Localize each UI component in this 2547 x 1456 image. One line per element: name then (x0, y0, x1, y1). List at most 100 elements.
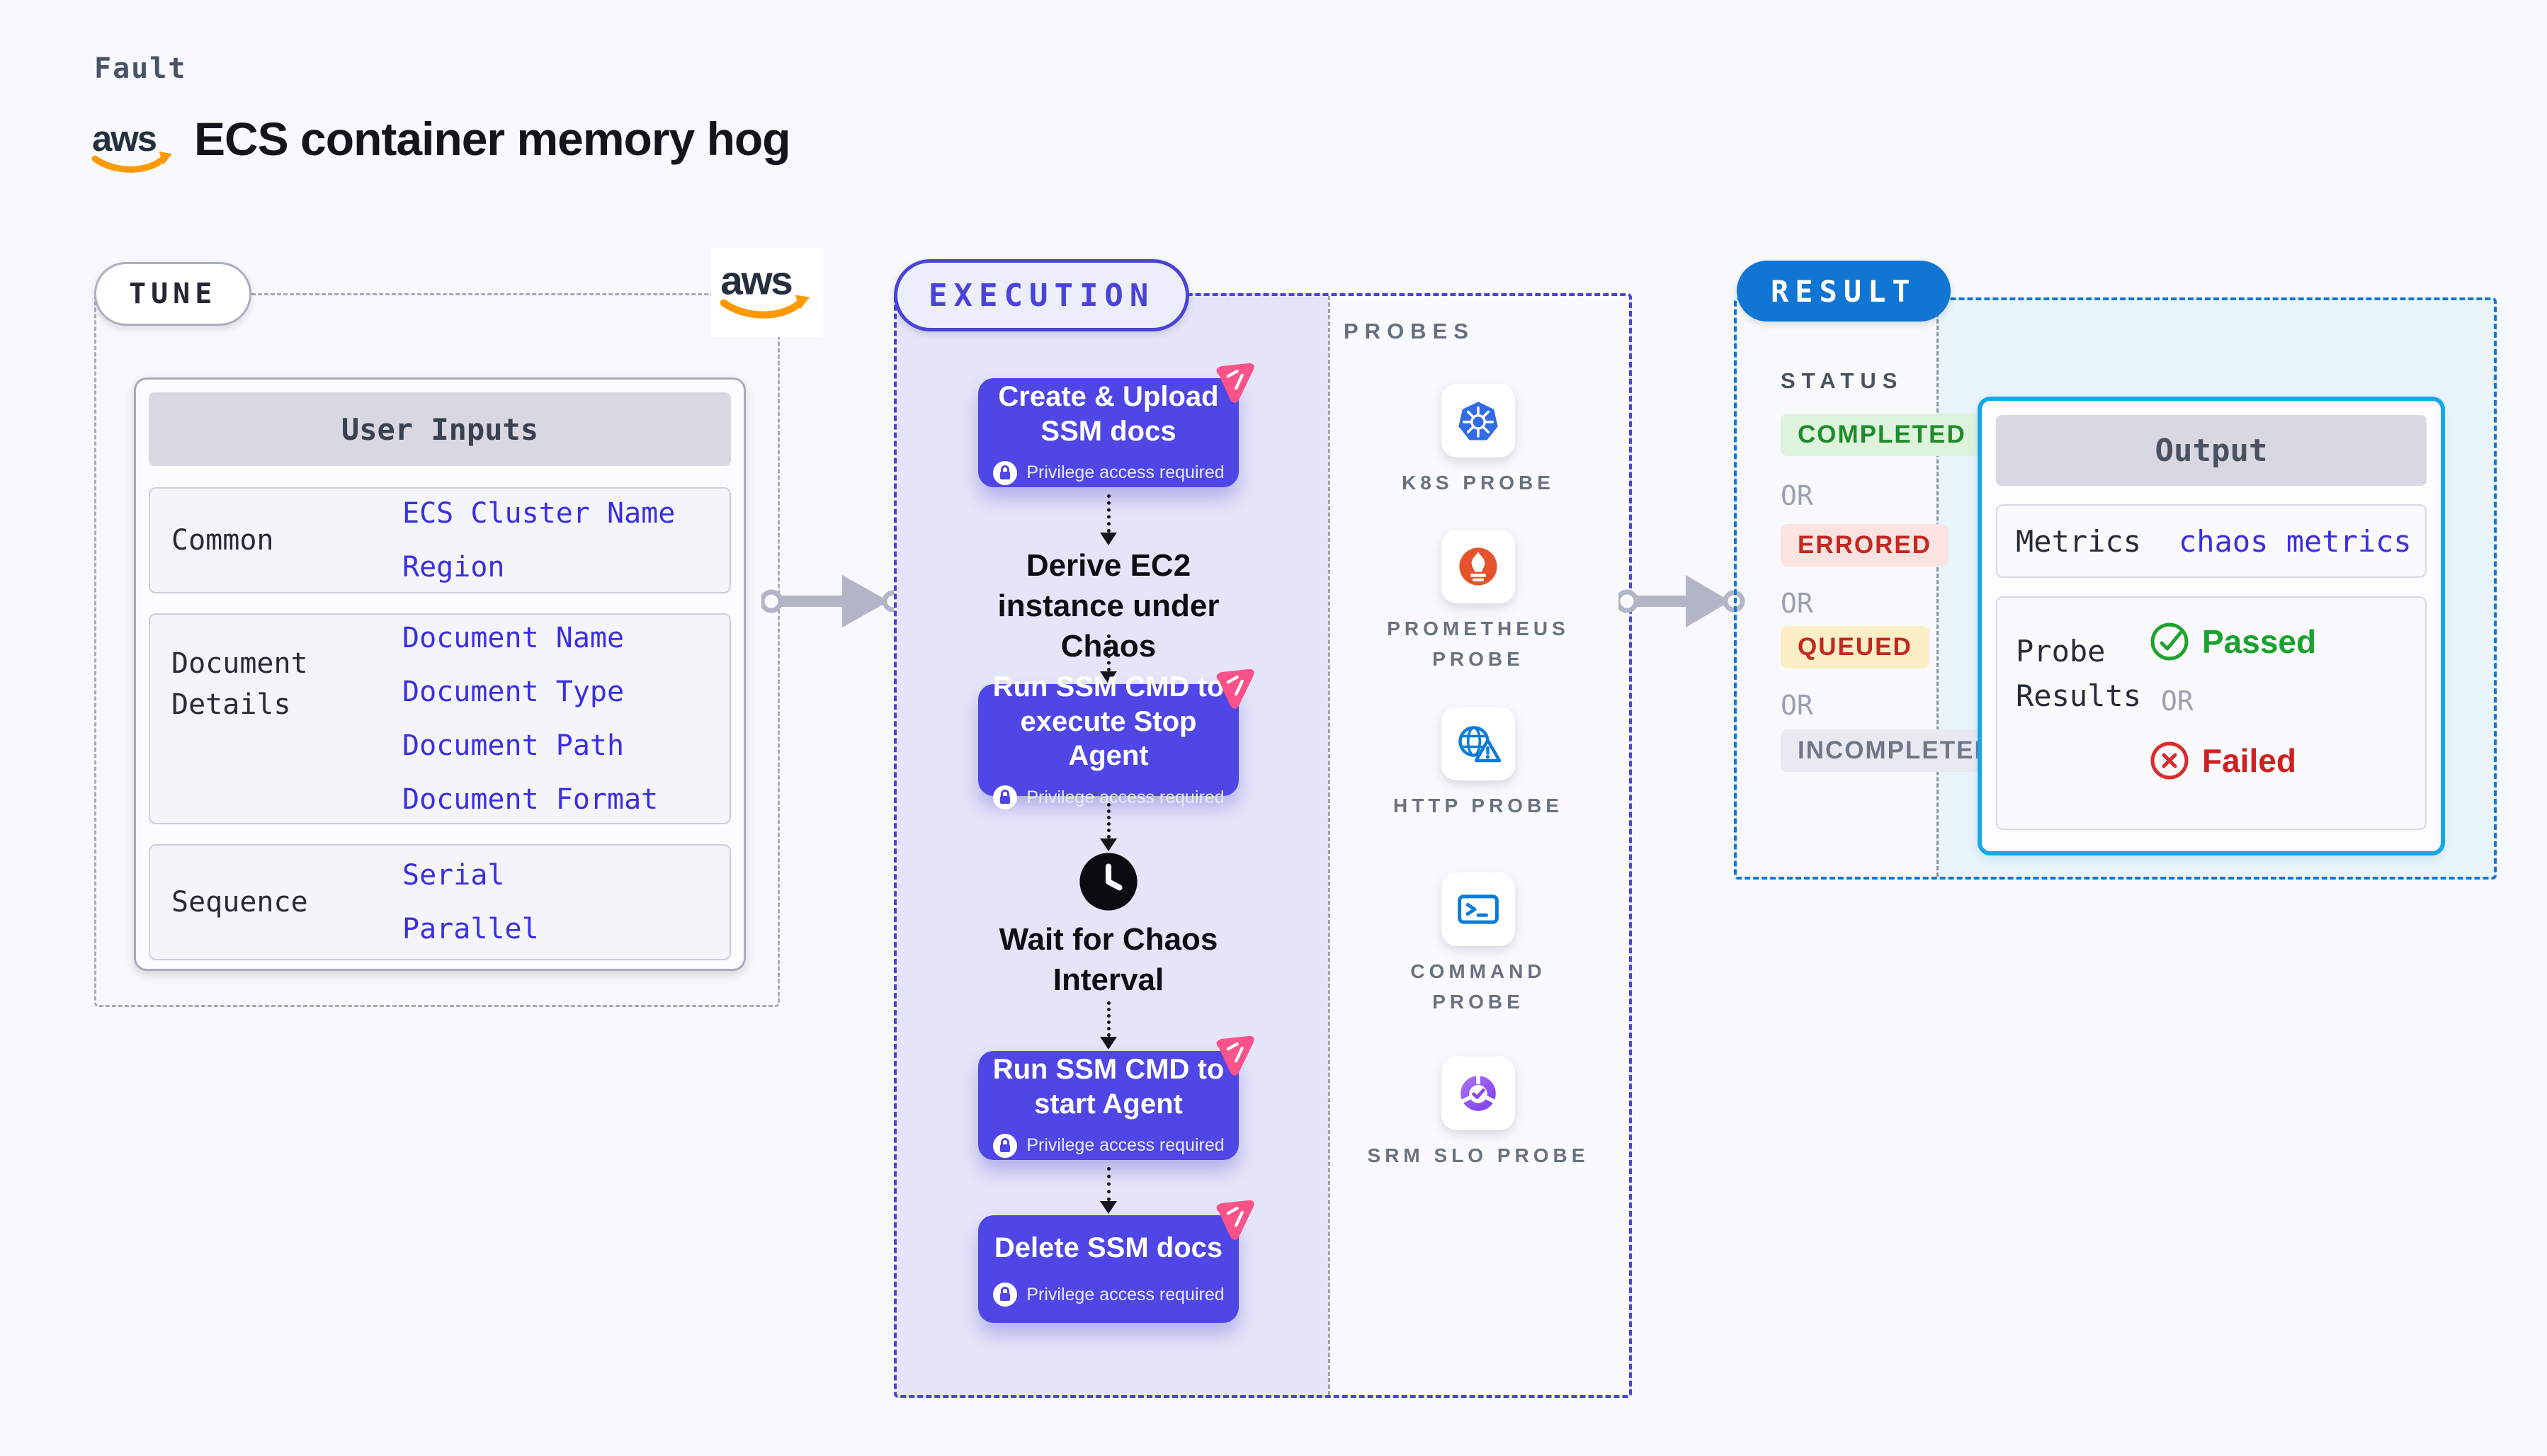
chaos-experiment-badge-icon (1216, 669, 1254, 709)
step-create-upload-ssm-docs: Create & Upload SSM docs Privilege acces… (978, 363, 1254, 487)
row-values: Document Name Document Type Document Pat… (402, 615, 658, 823)
output-card: Output Metrics chaos metrics Probe Resul… (1978, 397, 2445, 855)
step-run-ssm-cmd-stop-agent: Run SSM CMD to execute Stop Agent Privil… (978, 669, 1254, 810)
status-badge-incompleted: INCOMPLETED (1781, 729, 2011, 772)
user-inputs-row-sequence: Sequence Serial Parallel (149, 844, 731, 960)
privilege-note: Privilege access required (992, 1133, 1225, 1159)
or-separator: OR (1781, 480, 1813, 511)
probe-tile-http (1441, 707, 1515, 780)
status-badge-completed: COMPLETED (1781, 414, 1983, 456)
status-badge-errored: ERRORED (1781, 524, 1949, 567)
kubernetes-icon (1458, 402, 1498, 440)
privilege-note: Privilege access required (992, 785, 1225, 810)
status-header: STATUS (1781, 368, 1904, 393)
status-badge-queued: QUEUED (1781, 626, 1929, 669)
or-separator: OR (1781, 588, 1813, 619)
probe-label-k8s: K8S PROBE (1402, 472, 1555, 494)
lock-icon (993, 1133, 1018, 1158)
privilege-note-text: Privilege access required (1026, 1135, 1225, 1156)
input-value: Serial (402, 859, 505, 892)
input-value: Parallel (402, 913, 539, 945)
user-inputs-row-document-details: Document Details Document Name Document … (149, 613, 731, 824)
probes-header: PROBES (1344, 319, 1475, 343)
chaos-experiment-badge-icon (1216, 1035, 1254, 1076)
step-title: Run SSM CMD to execute Stop Agent (992, 671, 1225, 772)
or-separator: OR (2161, 686, 2194, 717)
execution-pill: EXECUTION (894, 259, 1190, 331)
step-title: Delete SSM docs (994, 1232, 1223, 1263)
clock-icon (1079, 853, 1138, 911)
page-title: ECS container memory hog (194, 113, 791, 165)
metrics-value: chaos metrics (2179, 523, 2412, 559)
x-circle-icon (2150, 741, 2189, 780)
input-value: ECS Cluster Name (402, 497, 676, 530)
status-output-divider (1936, 300, 1939, 877)
result-section: STATUS COMPLETED OR ERRORED OR QUEUED OR… (1734, 297, 2497, 880)
input-value: Document Format (402, 783, 659, 816)
probe-label-command: COMMAND PROBE (1410, 960, 1546, 1013)
step-title: Create & Upload SSM docs (998, 381, 1219, 447)
row-label: Common (171, 524, 274, 557)
lock-icon (993, 1282, 1018, 1307)
aws-logo: aws (91, 119, 172, 173)
privilege-note: Privilege access required (992, 460, 1225, 486)
result-pill: RESULT (1737, 261, 1951, 322)
flow-connector (1100, 1001, 1117, 1050)
privilege-note: Privilege access required (992, 1282, 1225, 1307)
execution-section: Create & Upload SSM docs Privilege acces… (894, 293, 1632, 1398)
privilege-note-text: Privilege access required (1026, 787, 1225, 807)
probe-tile-prometheus (1441, 530, 1515, 603)
probes-divider (1328, 296, 1330, 1395)
aws-wordmark: aws (92, 119, 157, 159)
step-run-ssm-cmd-start-agent: Run SSM CMD to start Agent Privilege acc… (978, 1035, 1254, 1160)
srm-slo-icon (1460, 1075, 1497, 1111)
chaos-experiment-badge-icon (1216, 1200, 1254, 1240)
flow-connector (1100, 494, 1117, 545)
probe-label-srm-slo: SRM SLO PROBE (1367, 1144, 1589, 1166)
input-value: Document Path (402, 729, 625, 762)
aws-smile-swoosh (91, 154, 168, 173)
flow-arrow-execution-to-result (1618, 575, 1745, 627)
lock-icon (993, 460, 1018, 485)
verdict-passed: Passed (2150, 622, 2316, 661)
check-circle-icon (2150, 622, 2189, 661)
probe-verdicts: Passed OR Failed (2150, 622, 2316, 780)
aws-smile-arrow-tip (159, 152, 172, 165)
step-wait-for-chaos-interval: Wait for Chaos Interval (999, 922, 1218, 998)
flow-arrow-tune-to-execution (761, 575, 903, 627)
probe-tile-k8s (1441, 384, 1515, 457)
lock-icon (993, 785, 1018, 810)
user-inputs-header: User Inputs (149, 392, 731, 466)
terminal-icon (1458, 894, 1499, 924)
or-separator: OR (1781, 690, 1813, 721)
aws-logo-large: aws (711, 248, 823, 337)
aws-smile-swoosh (720, 298, 805, 319)
passed-label: Passed (2202, 623, 2317, 660)
probe-tile-srm-slo (1441, 1057, 1515, 1130)
aws-logo: aws (720, 259, 810, 319)
input-value: Region (402, 551, 505, 584)
privilege-note-text: Privilege access required (1026, 1284, 1225, 1304)
output-header: Output (1996, 415, 2427, 486)
flow-connector (1100, 803, 1117, 851)
tune-pill: TUNE (94, 262, 252, 326)
probe-results-label: Probe Results (2016, 634, 2142, 713)
flow-connector (1100, 1167, 1117, 1214)
prometheus-icon (1459, 547, 1497, 586)
row-label: Sequence (171, 886, 308, 918)
tune-section: User Inputs Common ECS Cluster Name Regi… (94, 293, 780, 1007)
probe-tile-command (1441, 872, 1515, 946)
http-globe-warning-icon (1458, 726, 1502, 763)
metrics-label: Metrics (2016, 523, 2142, 559)
chaos-experiment-badge-icon (1216, 363, 1254, 403)
verdict-failed: Failed (2150, 741, 2316, 780)
flow-connector (1100, 635, 1117, 684)
step-derive-ec2-instance: Derive EC2 instance under Chaos (997, 548, 1220, 664)
user-inputs-card: User Inputs Common ECS Cluster Name Regi… (134, 377, 746, 971)
step-title: Run SSM CMD to start Agent (992, 1054, 1225, 1120)
input-value: Document Name (402, 622, 625, 654)
row-values: Serial Parallel (402, 846, 539, 959)
step-delete-ssm-docs: Delete SSM docs Privilege access require… (978, 1200, 1254, 1323)
metrics-row: Metrics chaos metrics (1996, 504, 2427, 578)
